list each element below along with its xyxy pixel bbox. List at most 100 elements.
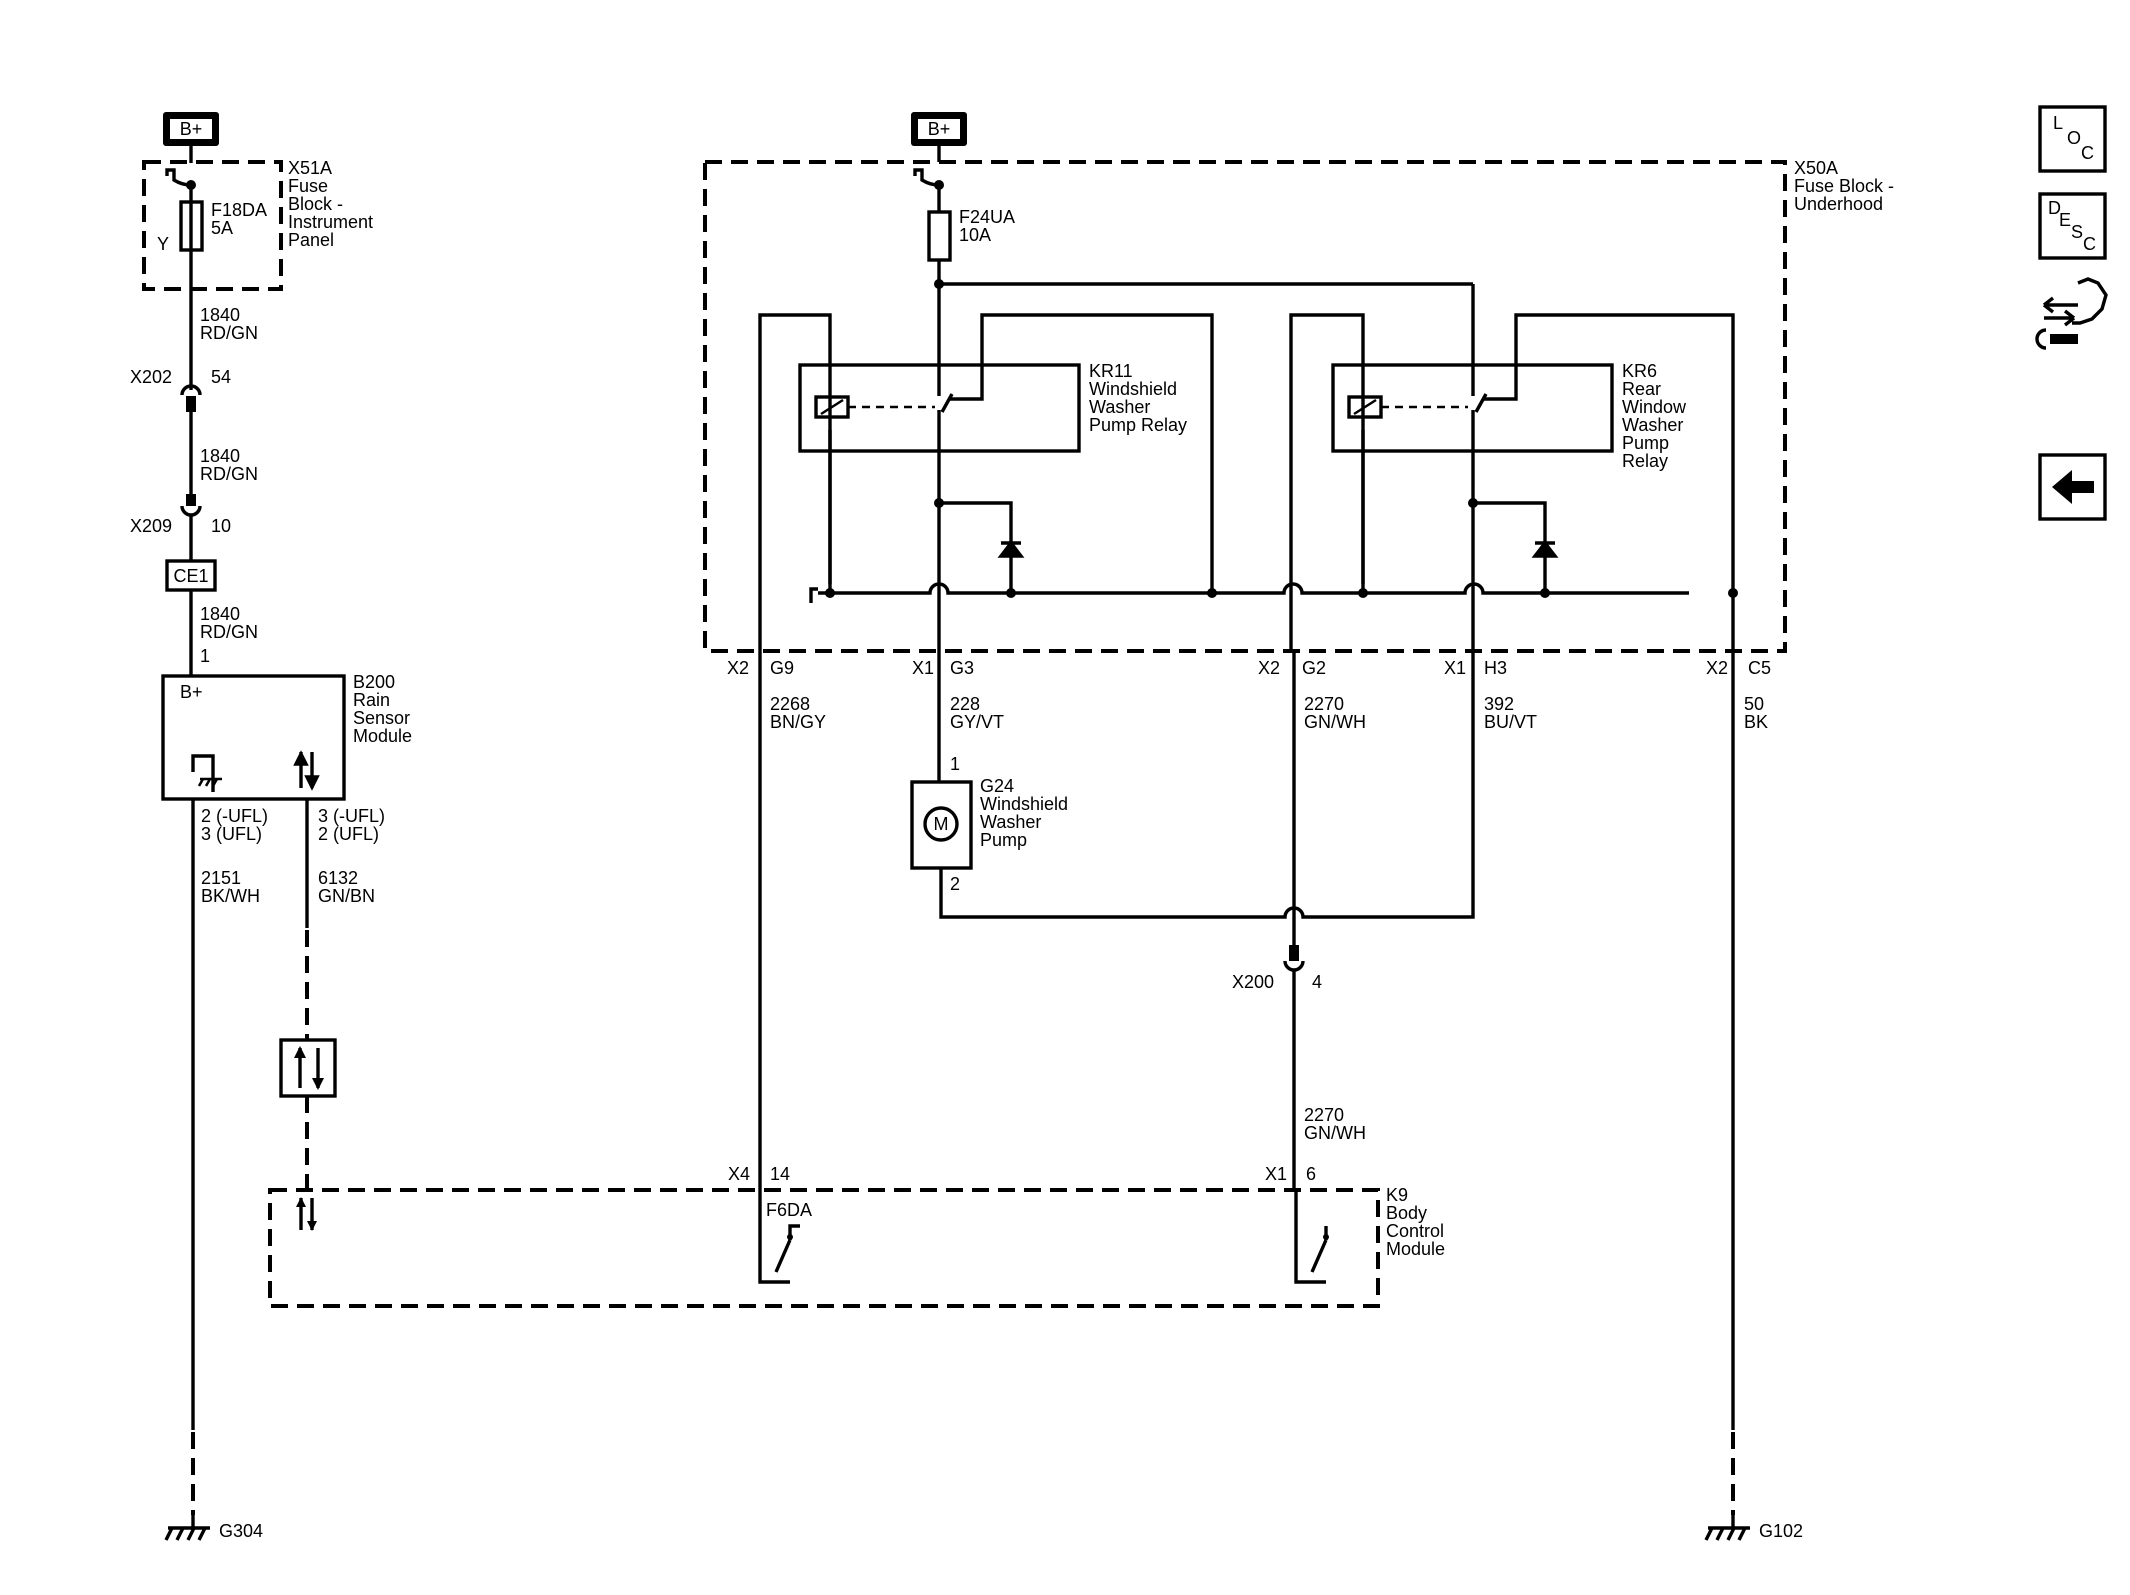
fuse-block-underhood: X50A Fuse Block - Underhood F24UA 10A KR…	[703, 158, 1899, 653]
svg-text:392: 392	[1484, 694, 1514, 714]
connector-x202: X202 54	[130, 367, 231, 412]
svg-text:B200: B200	[353, 672, 395, 692]
serial-data-symbol	[279, 1038, 337, 1098]
svg-text:X4: X4	[728, 1164, 750, 1184]
svg-text:50: 50	[1744, 694, 1764, 714]
fuse-block-ip-name: Fuse Block - Instrument Panel	[288, 176, 378, 250]
k9-name: Body Control Module	[1386, 1203, 1449, 1259]
svg-text:RD/GN: RD/GN	[200, 323, 258, 343]
svg-text:F18DA: F18DA	[211, 200, 267, 220]
svg-text:C: C	[2081, 143, 2094, 163]
svg-text:X1: X1	[1444, 658, 1466, 678]
kr11-name: Windshield Washer Pump Relay	[1089, 379, 1187, 435]
svg-text:GN/WH: GN/WH	[1304, 1123, 1366, 1143]
svg-text:F24UA: F24UA	[959, 207, 1015, 227]
b200-pin-left: 2 (-UFL) 3 (UFL)	[201, 806, 273, 844]
svg-text:BU/VT: BU/VT	[1484, 712, 1537, 732]
svg-text:1: 1	[200, 646, 210, 666]
svg-text:L: L	[2053, 113, 2063, 133]
connector-x209: X209 10	[130, 494, 231, 536]
svg-text:G102: G102	[1759, 1521, 1803, 1541]
svg-text:X209: X209	[130, 516, 172, 536]
svg-text:GY/VT: GY/VT	[950, 712, 1004, 732]
svg-text:BN/GY: BN/GY	[770, 712, 826, 732]
fuse-block-instrument-panel: Y F18DA 5A X51A Fuse Block - Instrument …	[142, 158, 378, 291]
svg-text:RD/GN: RD/GN	[200, 464, 258, 484]
ce1-block: CE1	[165, 559, 217, 592]
svg-text:G24: G24	[980, 776, 1014, 796]
svg-text:BK/WH: BK/WH	[201, 886, 260, 906]
connector-x200: X200 4	[1232, 945, 1322, 992]
svg-text:1: 1	[950, 754, 960, 774]
svg-text:2270: 2270	[1304, 1105, 1344, 1125]
svg-text:5A: 5A	[211, 218, 233, 238]
svg-text:GN/WH: GN/WH	[1304, 712, 1366, 732]
svg-text:X51A: X51A	[288, 158, 332, 178]
svg-text:B+: B+	[928, 119, 951, 139]
svg-text:M: M	[934, 814, 949, 834]
svg-text:D: D	[2048, 198, 2061, 218]
svg-text:6: 6	[1306, 1164, 1316, 1184]
svg-text:2151: 2151	[201, 868, 241, 888]
svg-text:B+: B+	[180, 119, 203, 139]
svg-text:K9: K9	[1386, 1185, 1408, 1205]
svg-text:2268: 2268	[770, 694, 810, 714]
uh-connector-labels: X2 G9 X1 G3 X2 G2 X1 H3 X2 C5	[727, 658, 1771, 678]
svg-text:4: 4	[1312, 972, 1322, 992]
ground-g102: G102	[1704, 1515, 1803, 1541]
svg-text:X202: X202	[130, 367, 172, 387]
svg-text:H3: H3	[1484, 658, 1507, 678]
g24-name: Windshield Washer Pump	[980, 794, 1073, 850]
fuse-block-uh-name: Fuse Block - Underhood	[1794, 176, 1899, 214]
svg-text:1840: 1840	[200, 446, 240, 466]
svg-text:1840: 1840	[200, 305, 240, 325]
svg-text:X1: X1	[1265, 1164, 1287, 1184]
svg-text:KR11: KR11	[1089, 361, 1133, 381]
ground-g304: G304	[164, 1515, 263, 1541]
bplus-left: B+	[163, 112, 219, 146]
k9-body-control-module: K9 Body Control Module X4 14 X1 6 F6DA	[268, 1164, 1449, 1308]
svg-text:6132: 6132	[318, 868, 358, 888]
svg-text:F6DA: F6DA	[766, 1200, 812, 1220]
svg-text:E: E	[2059, 210, 2071, 230]
svg-text:G2: G2	[1302, 658, 1326, 678]
b200-pin-right: 3 (-UFL) 2 (UFL)	[318, 806, 390, 844]
desc-icon[interactable]: D E S C	[2038, 192, 2107, 260]
svg-text:B+: B+	[180, 682, 203, 702]
svg-text:54: 54	[211, 367, 231, 387]
svg-text:X2: X2	[727, 658, 749, 678]
svg-text:2270: 2270	[1304, 694, 1344, 714]
svg-text:GN/BN: GN/BN	[318, 886, 375, 906]
svg-text:G3: G3	[950, 658, 974, 678]
svg-text:14: 14	[770, 1164, 790, 1184]
svg-text:X2: X2	[1706, 658, 1728, 678]
back-arrow-icon[interactable]	[2038, 453, 2107, 521]
svg-text:S: S	[2071, 222, 2083, 242]
b200-name: Rain Sensor Module	[353, 690, 415, 746]
connector-tool-icon[interactable]	[2035, 277, 2108, 350]
svg-text:C5: C5	[1748, 658, 1771, 678]
g24-washer-pump: M G24 Windshield Washer Pump	[910, 776, 1073, 870]
svg-text:10: 10	[211, 516, 231, 536]
svg-text:2: 2	[950, 874, 960, 894]
svg-text:X1: X1	[912, 658, 934, 678]
svg-text:BK: BK	[1744, 712, 1768, 732]
svg-text:KR6: KR6	[1622, 361, 1657, 381]
svg-text:1840: 1840	[200, 604, 240, 624]
svg-text:CE1: CE1	[173, 566, 208, 586]
loc-icon[interactable]: L O C	[2038, 105, 2107, 173]
svg-text:228: 228	[950, 694, 980, 714]
svg-text:10A: 10A	[959, 225, 991, 245]
svg-text:X50A: X50A	[1794, 158, 1838, 178]
svg-text:G9: G9	[770, 658, 794, 678]
svg-text:G304: G304	[219, 1521, 263, 1541]
b200-rain-sensor-module: B+ B200 Rain Sensor Module 2 (-UFL) 3 (U…	[161, 672, 415, 844]
svg-text:Y: Y	[157, 234, 169, 254]
kr6-name: Rear Window Washer Pump Relay	[1622, 379, 1691, 471]
svg-text:X2: X2	[1258, 658, 1280, 678]
svg-text:O: O	[2067, 128, 2081, 148]
svg-text:C: C	[2083, 234, 2096, 254]
svg-text:RD/GN: RD/GN	[200, 622, 258, 642]
bplus-right: B+	[911, 112, 967, 146]
